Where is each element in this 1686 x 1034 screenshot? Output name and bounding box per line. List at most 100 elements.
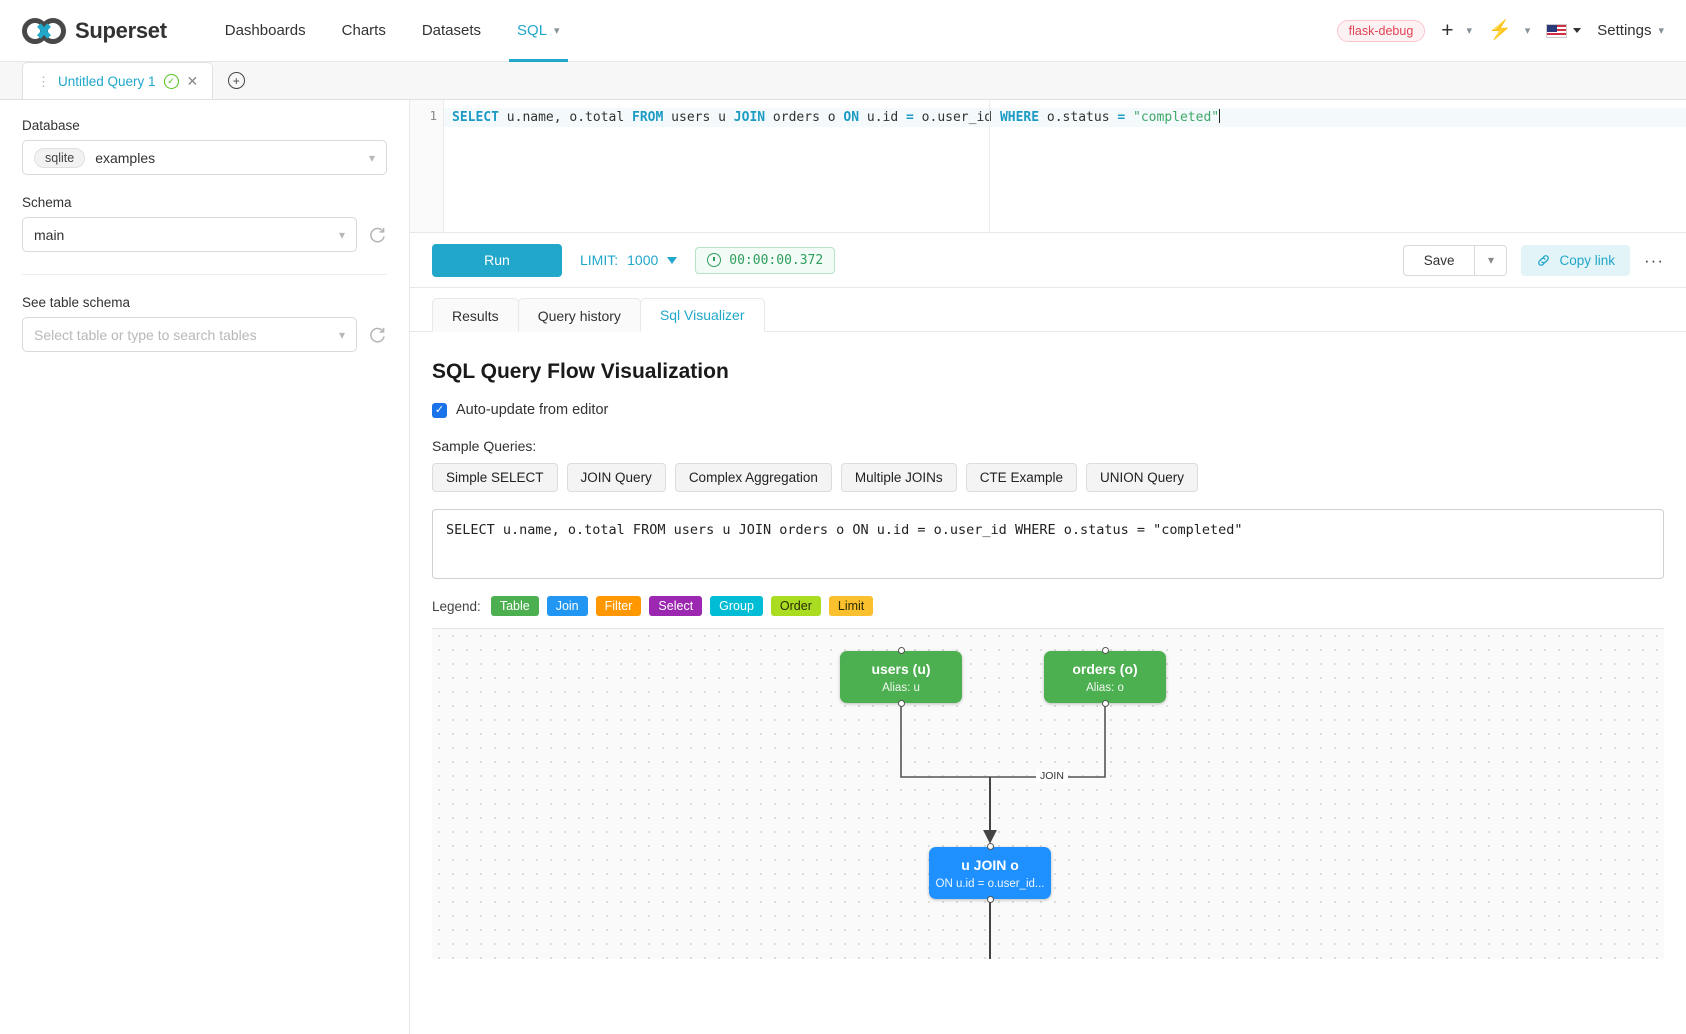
plus-icon: + bbox=[1441, 19, 1454, 42]
sql-token: "completed" bbox=[1133, 110, 1220, 125]
brand-name: Superset bbox=[75, 17, 167, 43]
nav-label: SQL bbox=[517, 22, 548, 39]
sql-editor[interactable]: 1 SELECT u.name, o.total FROM users u JO… bbox=[410, 100, 1686, 233]
edge-label-join: JOIN bbox=[1036, 769, 1068, 783]
node-handle-top[interactable] bbox=[897, 647, 905, 654]
sample-button-simple-select[interactable]: Simple SELECT bbox=[432, 463, 558, 492]
tab-query-history[interactable]: Query history bbox=[517, 298, 641, 332]
superset-logo[interactable]: Superset bbox=[22, 17, 167, 44]
auto-update-row: ✓ Auto-update from editor bbox=[432, 402, 1664, 418]
node-handle-bottom[interactable] bbox=[897, 700, 905, 707]
node-handle-top[interactable] bbox=[986, 843, 994, 850]
query-tab-untitled-query-1[interactable]: ⋮ Untitled Query 1 ✓ ✕ bbox=[22, 62, 214, 99]
chevron-down-icon: ▾ bbox=[1658, 25, 1664, 37]
sql-token: orders o bbox=[765, 110, 844, 125]
sql-token: o.status bbox=[1039, 110, 1118, 125]
table-select[interactable]: Select table or type to search tables ▾ bbox=[22, 317, 357, 352]
toolbar-right: Save ▾ Copy link ··· bbox=[1402, 244, 1664, 276]
sample-button-complex-aggregation[interactable]: Complex Aggregation bbox=[674, 463, 832, 492]
schema-label: Schema bbox=[22, 195, 72, 210]
sample-button-cte-example[interactable]: CTE Example bbox=[965, 463, 1077, 492]
tab-sql-visualizer[interactable]: Sql Visualizer bbox=[639, 298, 765, 332]
query-textarea[interactable] bbox=[432, 509, 1664, 579]
drag-handle-icon[interactable]: ⋮ bbox=[37, 73, 50, 89]
save-dropdown-button[interactable]: ▾ bbox=[1475, 244, 1508, 276]
sql-token: ON bbox=[843, 110, 860, 125]
run-button[interactable]: Run bbox=[432, 243, 562, 277]
node-handle-top[interactable] bbox=[1101, 647, 1109, 654]
flask-debug-badge[interactable]: flask-debug bbox=[1336, 19, 1426, 42]
copy-link-button[interactable]: Copy link bbox=[1521, 244, 1631, 276]
sample-button-union-query[interactable]: UNION Query bbox=[1085, 463, 1198, 492]
sql-token: = bbox=[906, 110, 914, 125]
check-circle-icon: ✓ bbox=[163, 73, 179, 89]
sql-visualizer-panel: SQL Query Flow Visualization ✓ Auto-upda… bbox=[410, 332, 1686, 1034]
flow-node-orders[interactable]: orders (o)Alias: o bbox=[1044, 647, 1166, 707]
chevron-down-icon: ▾ bbox=[338, 327, 345, 342]
editor-code-area[interactable]: SELECT u.name, o.total FROM users u JOIN… bbox=[444, 100, 1686, 232]
sql-token: JOIN bbox=[733, 110, 766, 125]
chevron-down-icon: ▾ bbox=[338, 227, 345, 242]
link-icon bbox=[1538, 254, 1550, 266]
chevron-down-icon: ▾ bbox=[1524, 25, 1531, 37]
lightning-bolt-icon: ⚡ bbox=[1488, 20, 1512, 41]
editor-pane: 1 SELECT u.name, o.total FROM users u JO… bbox=[410, 100, 1686, 1034]
refresh-schema-icon[interactable] bbox=[368, 225, 387, 244]
legend-chip-filter: Filter bbox=[595, 596, 642, 616]
auto-update-checkbox[interactable]: ✓ bbox=[432, 402, 447, 418]
nav-link-dashboards[interactable]: Dashboards bbox=[207, 0, 324, 62]
nav-label: Datasets bbox=[421, 22, 482, 39]
table-placeholder: Select table or type to search tables bbox=[34, 326, 257, 343]
chevron-down-icon: ▾ bbox=[1466, 25, 1473, 37]
editor-gutter: 1 bbox=[410, 100, 444, 232]
legend-chip-join: Join bbox=[546, 596, 588, 616]
new-menu-button[interactable]: + ▾ bbox=[1441, 20, 1472, 41]
sample-button-multiple-joins[interactable]: Multiple JOINs bbox=[840, 463, 957, 492]
bolt-menu-button[interactable]: ⚡ ▾ bbox=[1488, 21, 1530, 40]
refresh-tables-icon[interactable] bbox=[368, 325, 387, 344]
more-options-icon[interactable]: ··· bbox=[1644, 250, 1664, 270]
sql-token: u.name, o.total bbox=[498, 110, 633, 125]
flow-node-users[interactable]: users (u)Alias: u bbox=[840, 647, 962, 707]
database-select[interactable]: sqlite examples ▾ bbox=[22, 140, 387, 175]
settings-label: Settings bbox=[1597, 22, 1652, 39]
nav-link-sql[interactable]: SQL ▾ bbox=[499, 0, 578, 62]
tab-results[interactable]: Results bbox=[432, 298, 519, 332]
add-query-tab-button[interactable]: + bbox=[213, 62, 260, 99]
database-label: Database bbox=[22, 118, 80, 133]
tab-label: Sql Visualizer bbox=[659, 307, 745, 323]
page-title: SQL Query Flow Visualization bbox=[432, 360, 729, 383]
limit-dropdown[interactable]: LIMIT: 1000 bbox=[580, 252, 678, 268]
flow-node-title: orders (o) bbox=[1072, 660, 1138, 677]
nav-link-datasets[interactable]: Datasets bbox=[404, 0, 499, 62]
sql-code-line: SELECT u.name, o.total FROM users u JOIN… bbox=[444, 108, 1686, 127]
query-tab-strip: ⋮ Untitled Query 1 ✓ ✕ + bbox=[0, 62, 1686, 100]
editor-toolbar: Run LIMIT: 1000 00:00:00.372 Save ▾ bbox=[410, 233, 1686, 288]
plus-circle-icon: + bbox=[227, 72, 245, 89]
settings-menu[interactable]: Settings ▾ bbox=[1597, 22, 1664, 39]
query-tab-label: Untitled Query 1 bbox=[58, 73, 156, 89]
caret-down-icon bbox=[667, 256, 678, 264]
schema-select[interactable]: main ▾ bbox=[22, 217, 357, 252]
save-button-group: Save ▾ bbox=[1402, 244, 1508, 276]
infinity-logo-icon bbox=[22, 17, 66, 44]
sql-token: u.id bbox=[859, 110, 907, 125]
nav-link-charts[interactable]: Charts bbox=[324, 0, 404, 62]
save-button[interactable]: Save bbox=[1402, 244, 1476, 276]
sample-button-join-query[interactable]: JOIN Query bbox=[566, 463, 666, 492]
close-icon[interactable]: ✕ bbox=[186, 72, 199, 89]
timer-value: 00:00:00.372 bbox=[729, 252, 824, 268]
node-handle-bottom[interactable] bbox=[1101, 700, 1109, 707]
language-selector[interactable] bbox=[1546, 23, 1582, 38]
chevron-down-icon: ▾ bbox=[1487, 253, 1494, 267]
table-row: Select table or type to search tables ▾ bbox=[22, 317, 387, 352]
node-handle-bottom[interactable] bbox=[986, 896, 994, 903]
tab-label: Results bbox=[452, 307, 499, 324]
flow-canvas[interactable]: JOIN users (u)Alias: u orders (o)Alias: o… bbox=[432, 629, 1664, 959]
text-cursor bbox=[1219, 109, 1221, 123]
chevron-down-icon: ▾ bbox=[368, 150, 375, 165]
clock-icon bbox=[707, 253, 722, 267]
caret-down-icon bbox=[1573, 28, 1582, 33]
line-number: 1 bbox=[429, 108, 437, 123]
